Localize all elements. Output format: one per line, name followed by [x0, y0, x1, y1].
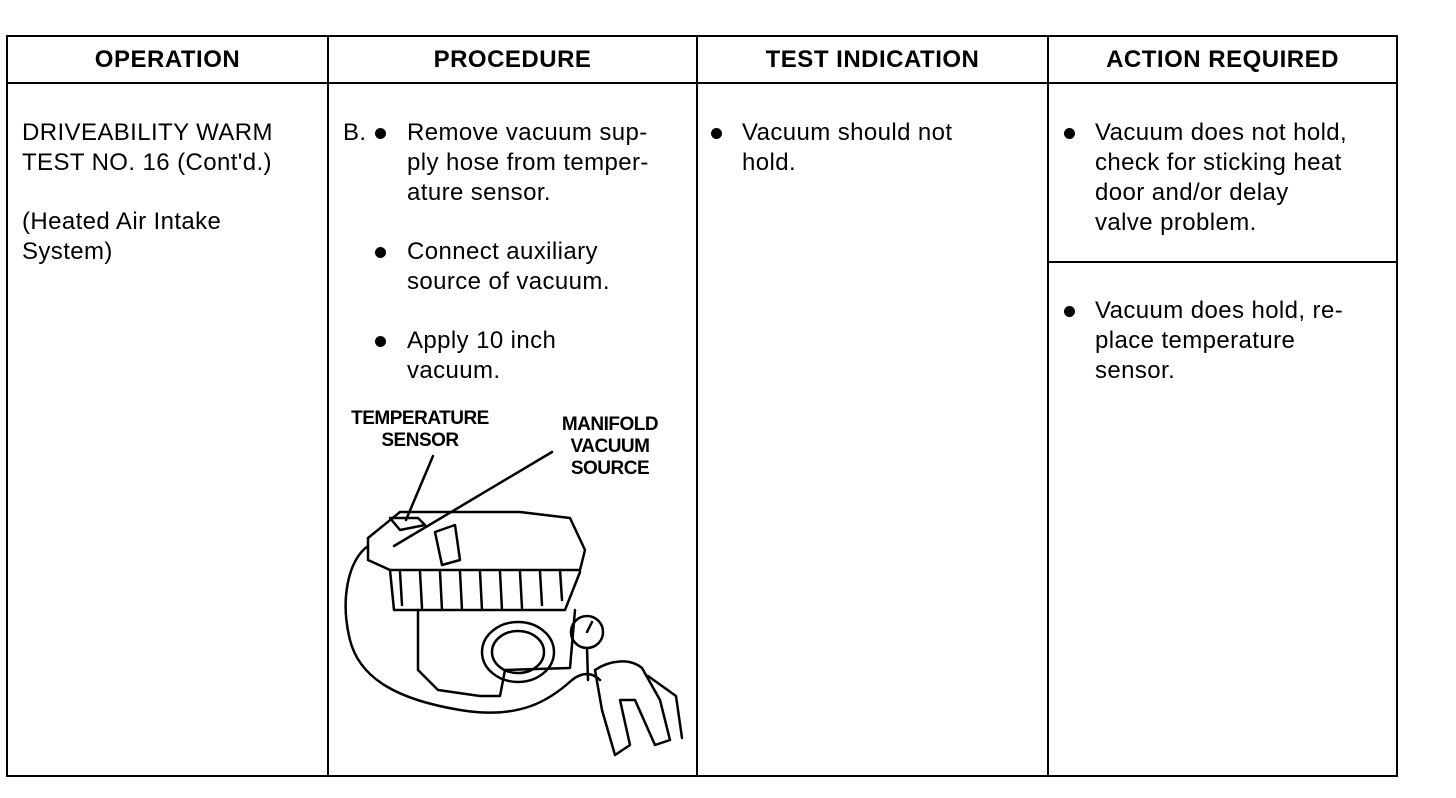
header-divider	[6, 82, 1398, 84]
test-indication-item: Vacuum should not hold.	[711, 118, 952, 178]
procedure-step-line: source of vacuum.	[407, 268, 610, 295]
hand-vacuum-pump	[593, 660, 672, 757]
figure-label-temperature-sensor: TEMPERATURE SENSOR	[340, 408, 500, 452]
air-cleaner-base	[416, 608, 577, 698]
action-line: Vacuum does not hold,	[1095, 119, 1348, 146]
snorkel-opening	[480, 620, 556, 684]
operation-title: DRIVEABILITY WARM TEST NO. 16 (Cont'd.)	[22, 118, 273, 178]
action-line: place temperature	[1095, 327, 1296, 354]
air-cleaner-lid	[366, 510, 587, 572]
action-item: Vacuum does hold, re- place temperature …	[1064, 296, 1343, 386]
procedure-step-label: B.	[343, 119, 367, 146]
vacuum-hose	[344, 544, 602, 714]
operation-subtitle-line: System)	[22, 238, 113, 265]
procedure-table	[6, 35, 1398, 777]
action-item: Vacuum does not hold, check for sticking…	[1064, 118, 1347, 238]
operation-subtitle: (Heated Air Intake System)	[22, 207, 221, 267]
action-line: sensor.	[1095, 357, 1176, 384]
column-divider	[696, 35, 698, 777]
procedure-step: Apply 10 inch vacuum.	[375, 326, 556, 386]
filter-pleats	[398, 568, 564, 612]
bullet-icon	[1064, 128, 1075, 139]
test-indication-line: Vacuum should not	[742, 119, 953, 146]
action-line: valve problem.	[1095, 209, 1257, 236]
header-operation: OPERATION	[94, 46, 241, 73]
figure-label-manifold-vacuum: MANIFOLD VACUUM SOURCE	[548, 414, 672, 480]
bullet-icon	[375, 128, 386, 139]
leader-line	[392, 450, 554, 548]
bullet-icon	[711, 128, 722, 139]
procedure-step-line: ature sensor.	[407, 179, 551, 206]
snorkel-clamp	[433, 523, 462, 567]
header-procedure: PROCEDURE	[433, 46, 592, 73]
bullet-icon	[1064, 306, 1075, 317]
leader-line	[404, 454, 435, 522]
figure-label-line: MANIFOLD	[561, 414, 659, 435]
procedure-step: Connect auxiliary source of vacuum.	[375, 237, 610, 297]
gauge-stem	[585, 646, 590, 682]
sensor-housing	[388, 516, 427, 532]
figure-label-line: TEMPERATURE	[351, 408, 489, 429]
header-action-required: ACTION REQUIRED	[1106, 46, 1339, 73]
operation-subtitle-line: (Heated Air Intake	[22, 208, 222, 235]
procedure-step-line: Apply 10 inch	[407, 327, 557, 354]
procedure-step-line: vacuum.	[407, 357, 501, 384]
procedure-step-line: ply hose from temper-	[407, 149, 649, 176]
action-line: door and/or delay	[1095, 179, 1289, 206]
snorkel-inner	[490, 629, 546, 675]
gauge-needle	[585, 620, 594, 634]
procedure-step-line: Connect auxiliary	[407, 238, 598, 265]
pump-handle	[646, 674, 684, 740]
action-line: check for sticking heat	[1095, 149, 1342, 176]
operation-title-line: TEST NO. 16 (Cont'd.)	[22, 149, 272, 176]
air-cleaner-vacuum-illustration	[344, 450, 684, 757]
test-indication-line: hold.	[742, 149, 797, 176]
procedure-step: Remove vacuum sup- ply hose from temper-…	[375, 118, 649, 208]
action-line: Vacuum does hold, re-	[1095, 297, 1344, 324]
figure-label-line: VACUUM	[570, 436, 650, 457]
header-test-indication: TEST INDICATION	[765, 46, 980, 73]
filter-element	[388, 568, 582, 612]
procedure-step-line: Remove vacuum sup-	[407, 119, 648, 146]
action-divider	[1047, 261, 1398, 263]
bullet-icon	[375, 336, 386, 347]
figure-label-line: SOURCE	[570, 458, 650, 479]
column-divider	[1047, 35, 1049, 777]
figure-label-line: SENSOR	[381, 430, 459, 451]
column-divider	[327, 35, 329, 777]
bullet-icon	[375, 247, 386, 258]
operation-title-line: DRIVEABILITY WARM	[22, 119, 273, 146]
